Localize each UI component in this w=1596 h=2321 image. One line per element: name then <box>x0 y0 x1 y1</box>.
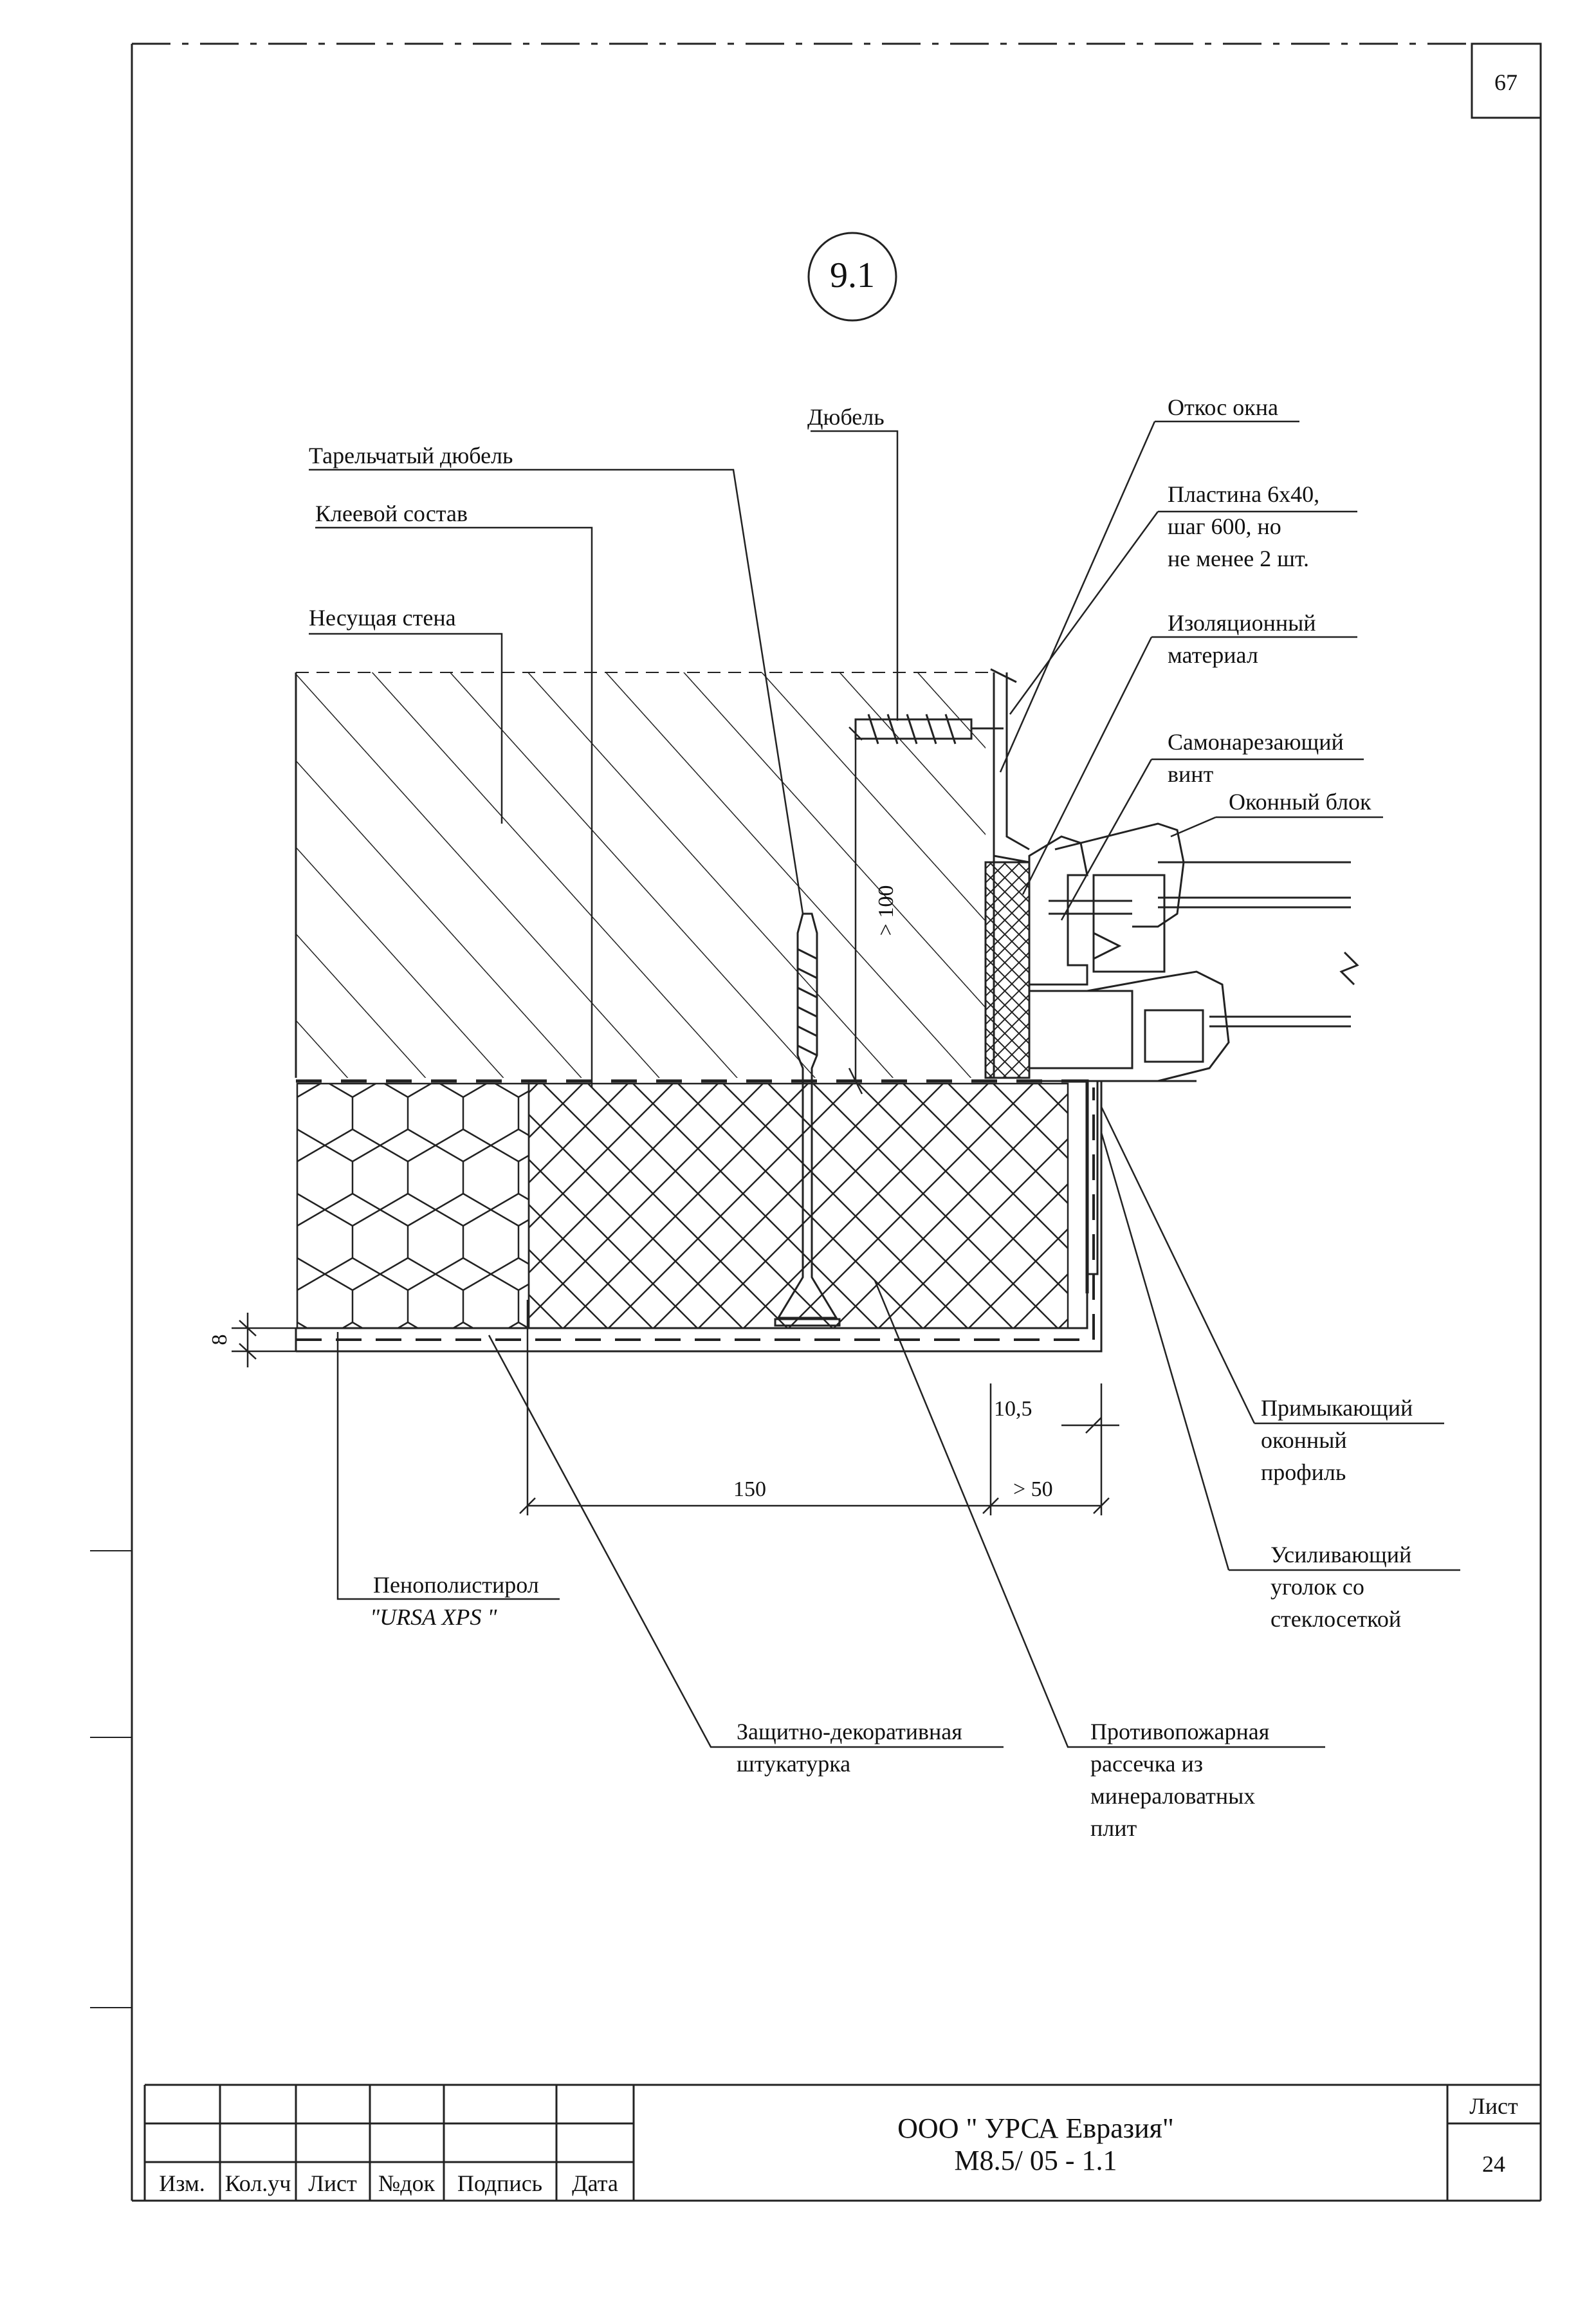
label-plate-dowel: Тарельчатый дюбель <box>309 443 513 468</box>
label-bearing-wall: Несущая стена <box>309 605 456 631</box>
company-name: ООО " УРСА Евразия" <box>897 2113 1174 2144</box>
label-screw-line2: винт <box>1168 761 1214 787</box>
label-adjoining-line1: Примыкающий <box>1261 1395 1413 1421</box>
title-col-list: Лист <box>308 2170 357 2196</box>
reveal-plate <box>990 668 1030 864</box>
label-insulation-line2: материал <box>1168 642 1258 668</box>
reinforcing-corner <box>1068 1079 1089 1293</box>
label-reinforcing-line3: стеклосеткой <box>1270 1606 1401 1632</box>
dimension-labels: > 100 8 10,5 150 > 50 <box>208 885 1053 1501</box>
dim-150: 150 <box>733 1477 766 1501</box>
dim-10-5: 10,5 <box>994 1397 1032 1421</box>
label-insulation-line1: Изоляционный <box>1168 610 1316 636</box>
title-block: Изм. Кол.уч Лист №док Подпись Дата ООО "… <box>143 2084 1541 2201</box>
sheet-label: Лист <box>1469 2093 1518 2119</box>
label-adjoining-line3: профиль <box>1261 1459 1346 1485</box>
window-block <box>1028 822 1359 1082</box>
mineral-wool-layer <box>527 1082 1069 1329</box>
detail-number: 9.1 <box>830 255 875 295</box>
insulation-strip <box>984 861 1031 1079</box>
dimension-lines <box>232 726 1119 1515</box>
dim-8: 8 <box>208 1335 232 1345</box>
title-col-doc: №док <box>378 2170 436 2196</box>
label-window-reveal: Откос окна <box>1168 394 1278 420</box>
bearing-wall <box>295 672 995 1078</box>
label-plate-line2: шаг 600, но <box>1168 513 1281 539</box>
horizontal-dowel <box>854 714 1004 744</box>
document-code: М8.5/ 05 - 1.1 <box>955 2145 1117 2176</box>
label-reinforcing-line2: уголок со <box>1270 1574 1364 1600</box>
plate-dowel <box>774 912 841 1327</box>
label-firebreak-line2: рассечка из <box>1090 1751 1203 1777</box>
label-plate-line3: не менее 2 шт. <box>1168 546 1309 571</box>
label-firebreak-line3: минераловатных <box>1090 1783 1255 1809</box>
sheet-corner-number: 67 <box>1494 69 1518 95</box>
sheet-number: 24 <box>1482 2151 1505 2177</box>
component-labels: Дюбель Тарельчатый дюбель Клеевой состав… <box>309 394 1413 1841</box>
label-firebreak-line4: плит <box>1090 1815 1137 1841</box>
label-plate-line1: Пластина 6х40, <box>1168 481 1319 507</box>
sheet-frame <box>90 42 1542 2202</box>
title-col-date: Дата <box>572 2170 618 2196</box>
label-reinforcing-line1: Усиливающий <box>1270 1542 1411 1567</box>
label-polystyrene-line1: Пенополистирол <box>373 1572 539 1598</box>
dim-min-100: > 100 <box>874 885 898 936</box>
dim-min-50: > 50 <box>1013 1477 1053 1501</box>
polystyrene-layer <box>296 1082 530 1329</box>
label-plaster-line1: Защитно-декоративная <box>737 1719 962 1744</box>
label-screw-line1: Самонарезающий <box>1168 729 1344 755</box>
label-adjoining-line2: оконный <box>1261 1427 1347 1453</box>
label-plaster-line2: штукатурка <box>737 1751 850 1777</box>
sheet-corner-box: 67 <box>1471 42 1542 119</box>
label-polystyrene-line2: "URSA XPS " <box>370 1604 497 1630</box>
label-adhesive: Клеевой состав <box>315 501 468 526</box>
label-dowel: Дюбель <box>807 404 885 430</box>
label-window-block: Оконный блок <box>1229 789 1371 815</box>
leader-lines <box>309 420 1460 1748</box>
title-col-izm: Изм. <box>159 2170 205 2196</box>
detail-marker: 9.1 <box>807 232 897 322</box>
label-firebreak-line1: Противопожарная <box>1090 1719 1269 1744</box>
title-col-sign: Подпись <box>457 2170 542 2196</box>
title-col-kol: Кол.уч <box>225 2170 291 2196</box>
